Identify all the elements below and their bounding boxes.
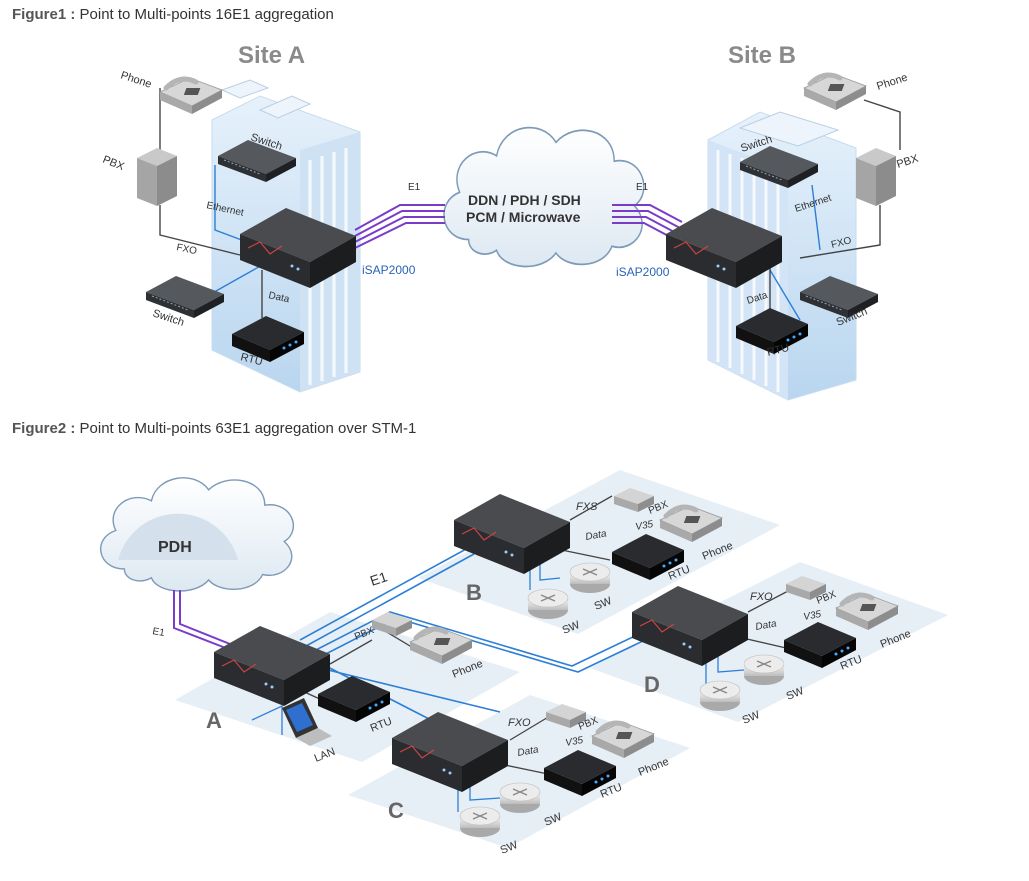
laptop-icon (282, 698, 332, 746)
phone-label-a: Phone (119, 69, 153, 90)
site-a-label: Site A (238, 42, 305, 69)
pdh-cloud-label: PDH (158, 539, 192, 556)
site-b-label: Site B (728, 42, 796, 69)
router-icon (459, 806, 501, 838)
rtu-label-a: RTU (239, 351, 264, 368)
e1-label-pdh: E1 (151, 626, 165, 639)
cloud-label-line2: PCM / Microwave (466, 209, 581, 225)
fxo-label-a: FXO (175, 242, 198, 257)
site-a-fig2-label: A (206, 708, 222, 733)
e1-trunk-lines (299, 547, 667, 741)
v35-label-b: V35 (635, 519, 655, 533)
site-b-fig2-label: B (466, 580, 482, 605)
fxo-label-d: FXO (750, 591, 773, 603)
fxo-label-c: FXO (508, 717, 531, 729)
isap-label-a: iSAP2000 (362, 263, 416, 277)
rtu-label-b: RTU (766, 342, 791, 359)
isap-label-b: iSAP2000 (616, 265, 670, 279)
pdh-dome (118, 513, 238, 560)
v35-label-d: V35 (803, 609, 823, 623)
phone-icon (160, 78, 222, 114)
figure2-caption-bold: Figure2 : (12, 420, 76, 437)
pbx-label-b: PBX (895, 152, 920, 170)
e1-label-b: E1 (636, 182, 649, 193)
e1-link-pdh (173, 590, 241, 653)
data-label-a: Data (267, 290, 290, 305)
figure1-caption: Figure1 : Point to Multi-points 16E1 agg… (12, 6, 334, 23)
figure2-caption: Figure2 : Point to Multi-points 63E1 agg… (12, 420, 416, 437)
site-c-fig2-label: C (388, 798, 404, 823)
router-icon (527, 588, 569, 620)
router-icon (743, 654, 785, 686)
fxo-label-b: FXO (830, 235, 853, 251)
figure1-caption-bold: Figure1 : (12, 6, 76, 23)
pbx-icon (137, 148, 177, 206)
site-d-fig2-label: D (644, 672, 660, 697)
data-label-c-fig2: Data (517, 744, 540, 759)
figure2-caption-text: Point to Multi-points 63E1 aggregation o… (79, 420, 417, 437)
phone-label-b: Phone (875, 72, 909, 93)
e1-links-site-a (354, 204, 445, 249)
data-label-d-fig2: Data (755, 618, 778, 633)
router-icon (699, 680, 741, 712)
figure1-caption-text: Point to Multi-points 16E1 aggregation (79, 6, 334, 23)
phone-icon (804, 74, 866, 110)
router-icon (569, 562, 611, 594)
e1-label-a: E1 (408, 182, 421, 193)
pbx-label-a: PBX (101, 154, 127, 174)
fxs-label: FXS (576, 501, 598, 513)
data-label-b-fig2: Data (585, 528, 608, 543)
cloud-label-line1: DDN / PDH / SDH (468, 192, 581, 208)
router-icon (499, 782, 541, 814)
pbx-icon (856, 148, 896, 206)
e1-links-site-b (612, 204, 683, 241)
e1-label-trunk: E1 (368, 568, 389, 589)
v35-label-c: V35 (565, 735, 585, 749)
lan-label: LAN (313, 746, 337, 765)
